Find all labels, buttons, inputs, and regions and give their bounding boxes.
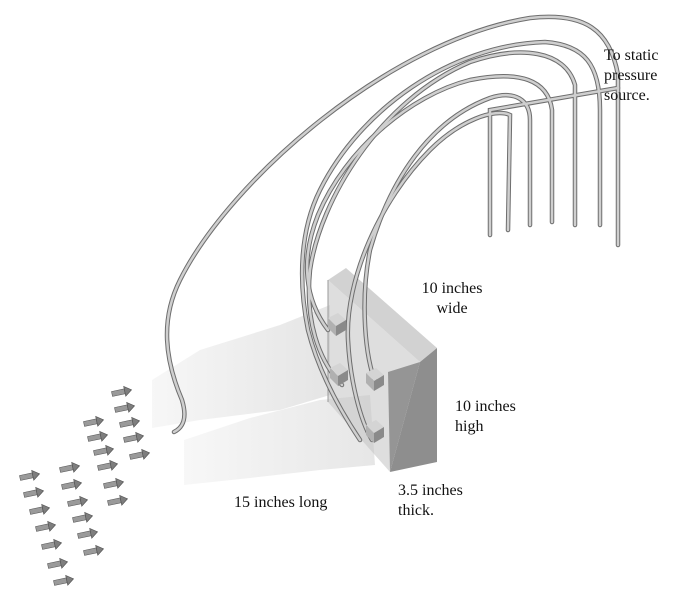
length-label: 15 inches long: [234, 493, 327, 513]
box-top-face: [328, 268, 437, 362]
static-source-line-3: source.: [604, 87, 650, 104]
flow-arrow-icon: [53, 574, 75, 586]
tube-bodies: [165, 15, 620, 442]
flow-arrow-icon: [97, 459, 119, 471]
pressure-port-icon: [328, 313, 346, 336]
flow-arrow-icon: [111, 385, 133, 397]
length-text: 15 inches long: [234, 494, 328, 511]
thickness-label: 3.5 inches thick.: [398, 481, 463, 521]
flow-arrow-icon: [19, 469, 41, 481]
flow-arrow-icon: [59, 461, 81, 473]
upper-stream-surface: [152, 305, 330, 428]
flow-arrow-icon: [83, 415, 105, 427]
static-pressure-source-label: To static pressure source.: [604, 46, 658, 106]
pressure-port-icon: [366, 420, 384, 443]
pressure-ports: [328, 313, 384, 443]
box-front-main: [388, 362, 420, 472]
height-line-2: high: [455, 418, 484, 435]
flow-arrow-icon: [41, 538, 63, 550]
static-source-line-2: pressure: [604, 67, 658, 84]
width-line-2: wide: [436, 300, 468, 317]
flow-arrow-icon: [83, 544, 105, 556]
height-line-1: 10 inches: [455, 398, 516, 415]
flow-arrow-icon: [35, 520, 57, 532]
flow-arrow-icon: [87, 430, 109, 442]
pressure-port-icon: [330, 363, 348, 386]
static-source-line-1: To static: [604, 47, 659, 64]
flow-arrow-icon: [103, 477, 125, 489]
flow-arrow-icon: [61, 478, 83, 490]
flow-arrow-icon: [67, 495, 89, 507]
width-line-1: 10 inches: [421, 280, 483, 297]
flow-arrow-icon: [29, 503, 51, 515]
flow-arrow-icon: [23, 486, 45, 498]
height-label: 10 inches high: [455, 397, 516, 437]
flow-arrow-icon: [123, 431, 145, 443]
flow-arrow-icon: [47, 557, 69, 569]
flow-arrow-icon: [93, 444, 115, 456]
flow-arrow-icon: [72, 511, 94, 523]
pressure-port-icon: [366, 368, 384, 391]
flow-stream-surfaces: [152, 305, 375, 485]
box-front-face: [390, 348, 437, 472]
flow-arrow-icon: [107, 494, 129, 506]
pressure-tubes: [164, 14, 621, 443]
flow-arrow-icon: [119, 416, 141, 428]
thickness-line-2: thick.: [398, 502, 434, 519]
flow-arrow-icon: [129, 448, 151, 460]
flow-arrows: [19, 385, 151, 586]
thickness-line-1: 3.5 inches: [398, 482, 463, 499]
width-label: 10 inches wide: [412, 279, 492, 319]
lower-stream-surface: [184, 395, 375, 485]
flow-arrow-icon: [77, 527, 99, 539]
flow-arrow-icon: [114, 401, 136, 413]
